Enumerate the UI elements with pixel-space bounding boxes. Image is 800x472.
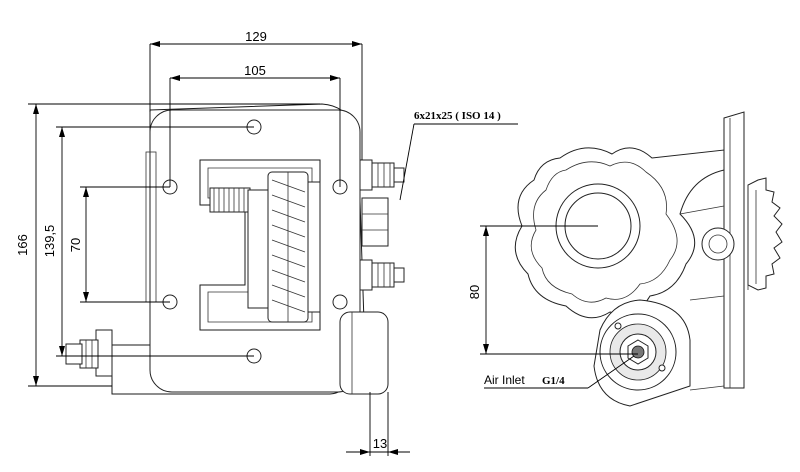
dimension-139-5: 139,5 [42, 126, 254, 357]
dim-13-label: 13 [373, 436, 387, 451]
output-boss [361, 197, 389, 247]
air-cylinder [339, 311, 389, 395]
air-inlet-thread-label: G1/4 [542, 375, 565, 387]
inlet-screw-left [614, 322, 622, 330]
front-view [65, 103, 405, 395]
dim-70-label: 70 [68, 238, 83, 252]
spline-spec-label: 6x21x25 ( ISO 14 ) [414, 110, 501, 122]
air-inlet-fitting-side [65, 329, 113, 377]
input-shaft [209, 187, 251, 213]
dimension-129: 129 [149, 29, 363, 160]
dimension-105: 105 [169, 63, 341, 187]
gear-bearing [307, 181, 321, 313]
side-bracket [723, 111, 745, 389]
side-pinion [701, 177, 783, 291]
air-inlet-label: Air Inlet [484, 373, 525, 387]
stud-lower [359, 259, 405, 291]
dim-129-label: 129 [245, 29, 267, 44]
dimension-166: 166 [15, 103, 320, 387]
gear-hub [247, 189, 271, 309]
spline-callout: 6x21x25 ( ISO 14 ) [399, 110, 518, 201]
air-inlet-callout: Air Inlet G1/4 [484, 355, 635, 389]
dimension-70: 70 [68, 186, 170, 303]
dim-139-5-label: 139,5 [42, 225, 57, 258]
shaft-spline [213, 188, 245, 212]
dim-166-label: 166 [15, 234, 30, 256]
dimension-13: 13 [346, 392, 410, 456]
inlet-screw-right [658, 364, 666, 372]
inlet-port [631, 345, 645, 359]
stud-upper [359, 159, 405, 191]
mount-hole-right-lower [332, 294, 348, 310]
side-view [514, 111, 783, 407]
dim-105-label: 105 [244, 63, 266, 78]
dimension-80: 80 [467, 225, 638, 355]
dim-80-label: 80 [467, 285, 482, 299]
gear-teeth [271, 172, 306, 322]
